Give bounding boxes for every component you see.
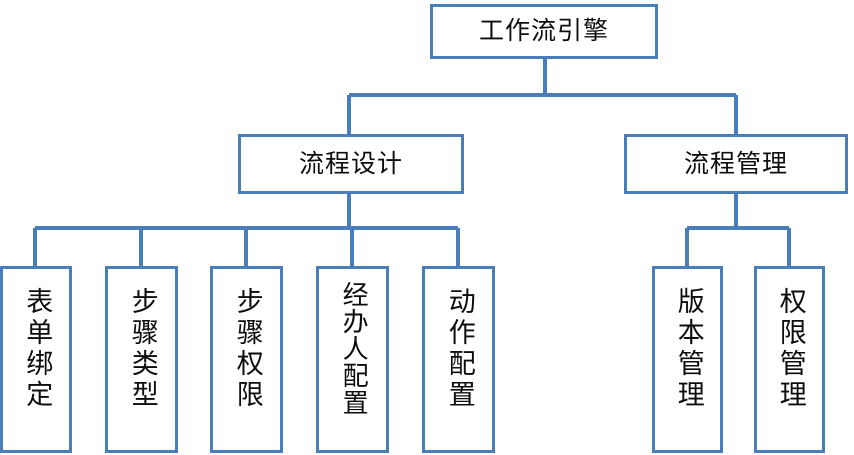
node-step-permission[interactable]: 步骤权限 — [210, 266, 283, 453]
node-handler-config[interactable]: 经办人配置 — [316, 266, 389, 453]
node-label: 步骤权限 — [231, 287, 263, 411]
node-action-config[interactable]: 动作配置 — [422, 266, 495, 453]
node-label: 动作配置 — [443, 287, 475, 411]
node-label: 版本管理 — [672, 287, 704, 411]
node-label: 经办人配置 — [338, 281, 369, 416]
node-label: 流程管理 — [683, 148, 788, 178]
node-process-design[interactable]: 流程设计 — [238, 134, 464, 194]
node-step-type[interactable]: 步骤类型 — [105, 266, 178, 453]
node-workflow-engine[interactable]: 工作流引擎 — [430, 4, 658, 59]
node-label: 权限管理 — [774, 287, 806, 411]
node-label: 流程设计 — [298, 148, 403, 178]
node-label: 表单绑定 — [21, 287, 53, 411]
node-permission-management[interactable]: 权限管理 — [754, 266, 825, 453]
node-version-management[interactable]: 版本管理 — [652, 266, 723, 453]
node-label: 步骤类型 — [126, 287, 158, 411]
node-form-binding[interactable]: 表单绑定 — [0, 266, 72, 453]
node-label: 工作流引擎 — [478, 16, 609, 46]
node-process-management[interactable]: 流程管理 — [624, 134, 848, 194]
